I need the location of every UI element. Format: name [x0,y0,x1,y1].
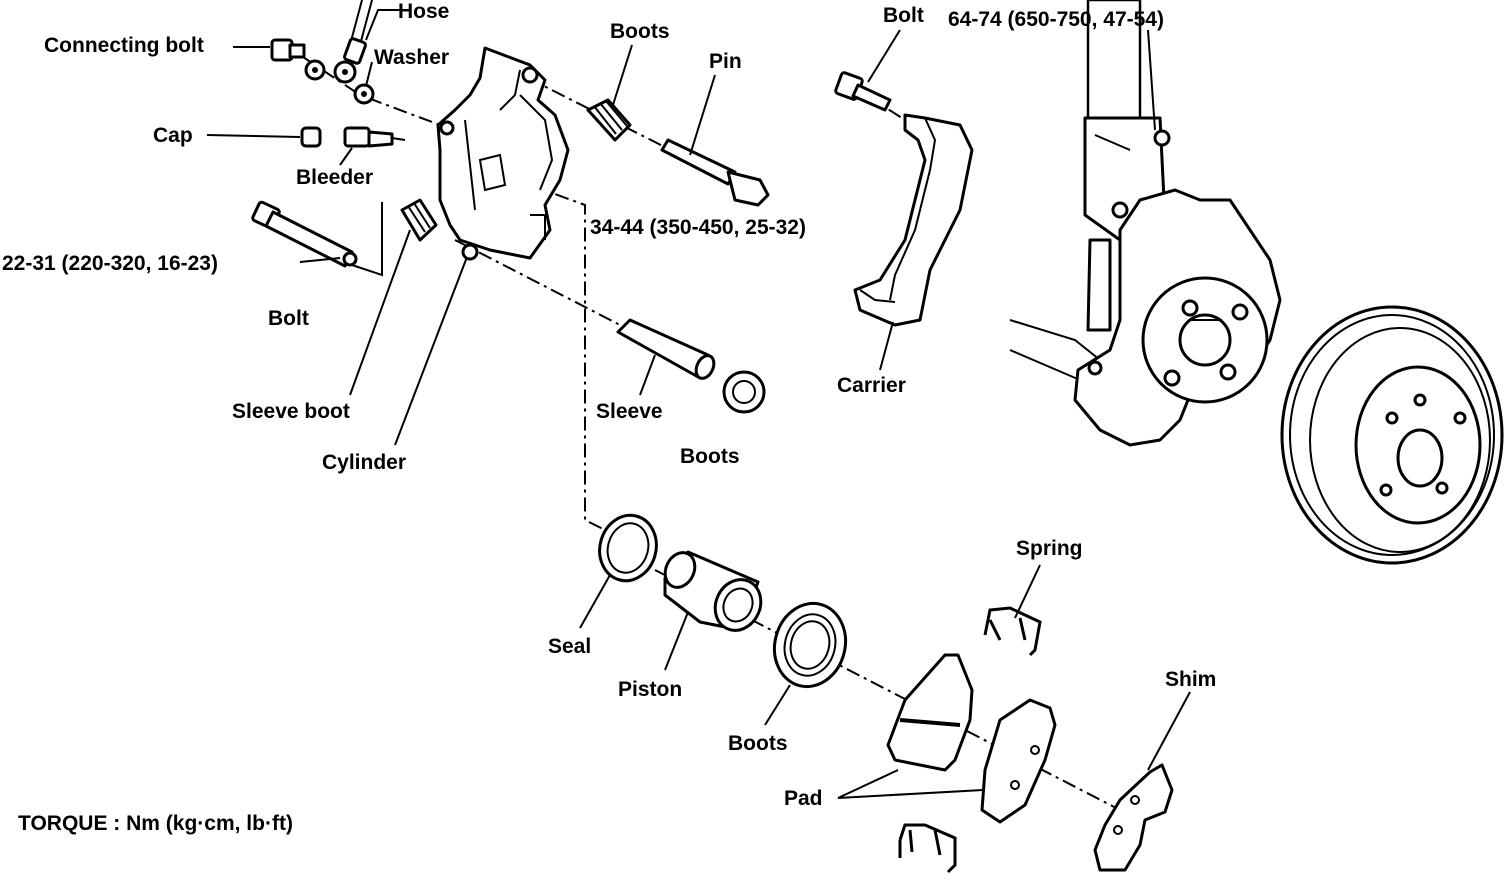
boots-piston-part [772,601,848,689]
label-torque-unit: TORQUE : Nm (kg·cm, lb·ft) [18,812,293,835]
bleeder-part [343,126,406,148]
sleeve-part [616,318,716,380]
label-hose: Hose [398,0,449,23]
connecting-bolt-part [270,38,306,62]
label-connecting-bolt: Connecting bolt [44,34,204,57]
piston-part [663,550,763,632]
carrier-part [834,71,974,327]
label-carrier: Carrier [837,374,906,397]
label-shim: Shim [1165,668,1216,691]
label-pad: Pad [784,787,823,810]
pad-outer-part [980,698,1057,824]
label-boots-piston: Boots [728,732,788,755]
label-boots-top: Boots [610,20,670,43]
label-torque-bolt: 22-31 (220-320, 16-23) [2,252,218,275]
label-torque-pin: 34-44 (350-450, 25-32) [590,216,806,239]
sleeve-boot-part [400,198,438,242]
label-seal: Seal [548,635,591,658]
label-bleeder: Bleeder [296,166,373,189]
label-pin: Pin [709,50,742,73]
label-torque-carrier: 64-74 (650-750, 47-54) [948,8,1164,31]
boots-sleeve-part [722,370,766,414]
strut-knuckle-hub [1009,0,1282,447]
leader-lines [206,9,1191,799]
label-cap: Cap [153,124,193,147]
brake-rotor-disc [1280,305,1504,565]
label-spring: Spring [1016,537,1083,560]
label-piston: Piston [618,678,682,701]
boots-top-part [586,98,632,142]
seal-part [598,513,658,583]
shim-part [1093,763,1174,872]
spring-parts [898,606,1042,874]
cap-part [300,126,322,148]
washer-parts [304,59,375,105]
caliper-cylinder-body [436,46,570,261]
labels: Hose Connecting bolt Washer Cap Bleeder … [2,0,1216,835]
label-bolt-lower: Bolt [268,307,309,330]
pad-inner-part [886,653,974,772]
pin-part [660,138,770,207]
label-washer: Washer [374,46,449,69]
assembly-center-lines [299,30,1121,811]
bolt-lower-part [251,200,358,268]
label-cylinder: Cylinder [322,451,406,474]
label-sleeve: Sleeve [596,400,663,423]
hose-assembly [333,0,373,84]
label-bolt-carrier: Bolt [883,4,924,27]
label-sleeve-boot: Sleeve boot [232,400,350,423]
label-boots-sleeve: Boots [680,445,740,468]
